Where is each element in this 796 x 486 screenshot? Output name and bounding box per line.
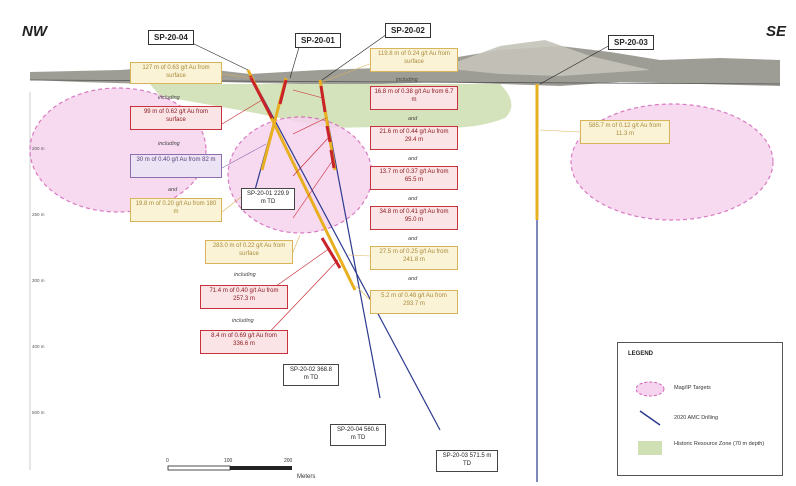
total-depth-sp-20-02: SP-20-02 368.8 m TD: [283, 364, 339, 386]
terrain-highlight: [440, 40, 650, 76]
scale-unit: Meters: [297, 474, 316, 480]
depth-mark-300: 300 m: [32, 278, 45, 283]
legend-title: LEGEND: [628, 351, 654, 357]
high-grade-interval-5: [329, 149, 336, 169]
connector-and: and: [408, 116, 418, 122]
intercept-box: 8.4 m of 0.69 g/t Au from 336.6 m: [200, 330, 288, 354]
connector-including: including: [234, 272, 256, 278]
legend-label-resource: Historic Resource Zone (70 m depth): [674, 441, 765, 447]
intercept-box: 119.8 m of 0.24 g/t Au from surface: [370, 48, 458, 72]
total-depth-sp-20-03: SP-20-03 571.5 m TD: [436, 450, 498, 472]
connector-and: and: [408, 156, 418, 162]
leader-sp-20-01: [289, 43, 301, 79]
intercept-box: 585.7 m of 0.12 g/t Au from 11.3 m: [580, 120, 670, 144]
legend-swatch-targets: [635, 381, 665, 397]
high-grade-interval-3: [319, 85, 327, 113]
connector-and: and: [408, 236, 418, 242]
intercept-box: 30 m of 0.40 g/t Au from 82 m: [130, 154, 222, 178]
hole-label-sp-20-02: SP-20-02: [385, 23, 431, 38]
connector-including: including: [158, 95, 180, 101]
scale-tick-0: 0: [166, 458, 169, 464]
hole-label-sp-20-01: SP-20-01: [295, 33, 341, 48]
high-grade-interval-6: [320, 237, 342, 269]
legend-panel: LEGEND Mag/IP Targets 2020 AMC Drilling …: [617, 342, 783, 476]
leader-sp-20-03: [539, 43, 613, 85]
legend-label-drilling: 2020 AMC Drilling: [674, 415, 719, 421]
intercept-box: 127 m of 0.63 g/t Au from surface: [130, 62, 222, 84]
connector-and: and: [168, 187, 178, 193]
connector-including: including: [232, 318, 254, 324]
hole-label-sp-20-03: SP-20-03: [608, 35, 654, 50]
callout-leader-purple: [221, 143, 267, 169]
legend-label-targets: Mag/IP Targets: [674, 385, 711, 391]
intercept-box: 5.2 m of 0.48 g/t Au from 293.7 m: [370, 290, 458, 314]
intercept-box: 13.7 m of 0.37 g/t Au from 65.5 m: [370, 166, 458, 190]
depth-mark-200: 200 m: [32, 146, 45, 151]
scale-tick-200: 200: [284, 458, 293, 464]
high-grade-interval-1: [248, 75, 274, 119]
orientation-se: SE: [766, 23, 787, 40]
intercept-box: 19.8 m of 0.20 g/t Au from 180 m: [130, 198, 222, 222]
connector-and: and: [408, 276, 418, 282]
intercept-box: 99 m of 0.62 g/t Au from surface: [130, 106, 222, 130]
connector-including: including: [158, 141, 180, 147]
intercept-box: 21.6 m of 0.44 g/t Au from 29.4 m: [370, 126, 458, 150]
hole-label-sp-20-04: SP-20-04: [148, 30, 194, 45]
intercept-box: 27.5 m of 0.25 g/t Au from 241.8 m: [370, 246, 458, 270]
legend-swatch-resource: [638, 441, 662, 455]
orientation-nw: NW: [22, 23, 47, 40]
scale-tick-100: 100: [224, 458, 233, 464]
connector-including: including: [396, 77, 418, 83]
leader-sp-20-04: [189, 41, 249, 71]
intercept-box: 71.4 m of 0.40 g/t Au from 257.3 m: [200, 285, 288, 309]
intercept-box: 34.8 m of 0.41 g/t Au from 95.0 m: [370, 206, 458, 230]
drill-trace-sp-20-04: [247, 69, 441, 431]
depth-mark-400: 400 m: [32, 344, 45, 349]
high-grade-interval-2: [278, 79, 288, 105]
depth-mark-250: 250 m: [32, 212, 45, 217]
scale-bar: [167, 465, 292, 471]
legend-swatch-drilling: [639, 410, 661, 426]
high-grade-interval-4: [325, 125, 332, 143]
depth-mark-500: 500 m: [32, 410, 45, 415]
intercept-box: 283.0 m of 0.22 g/t Au from surface: [205, 240, 293, 264]
intercept-box: 16.8 m of 0.38 g/t Au from 6.7 m: [370, 86, 458, 110]
total-depth-sp-20-04: SP-20-04 560.6 m TD: [330, 424, 386, 446]
legend-swatches: [635, 381, 665, 455]
total-depth-sp-20-01: SP-20-01 229.9 m TD: [241, 188, 295, 210]
leader-sp-20-02: [321, 31, 391, 81]
connector-and: and: [408, 196, 418, 202]
